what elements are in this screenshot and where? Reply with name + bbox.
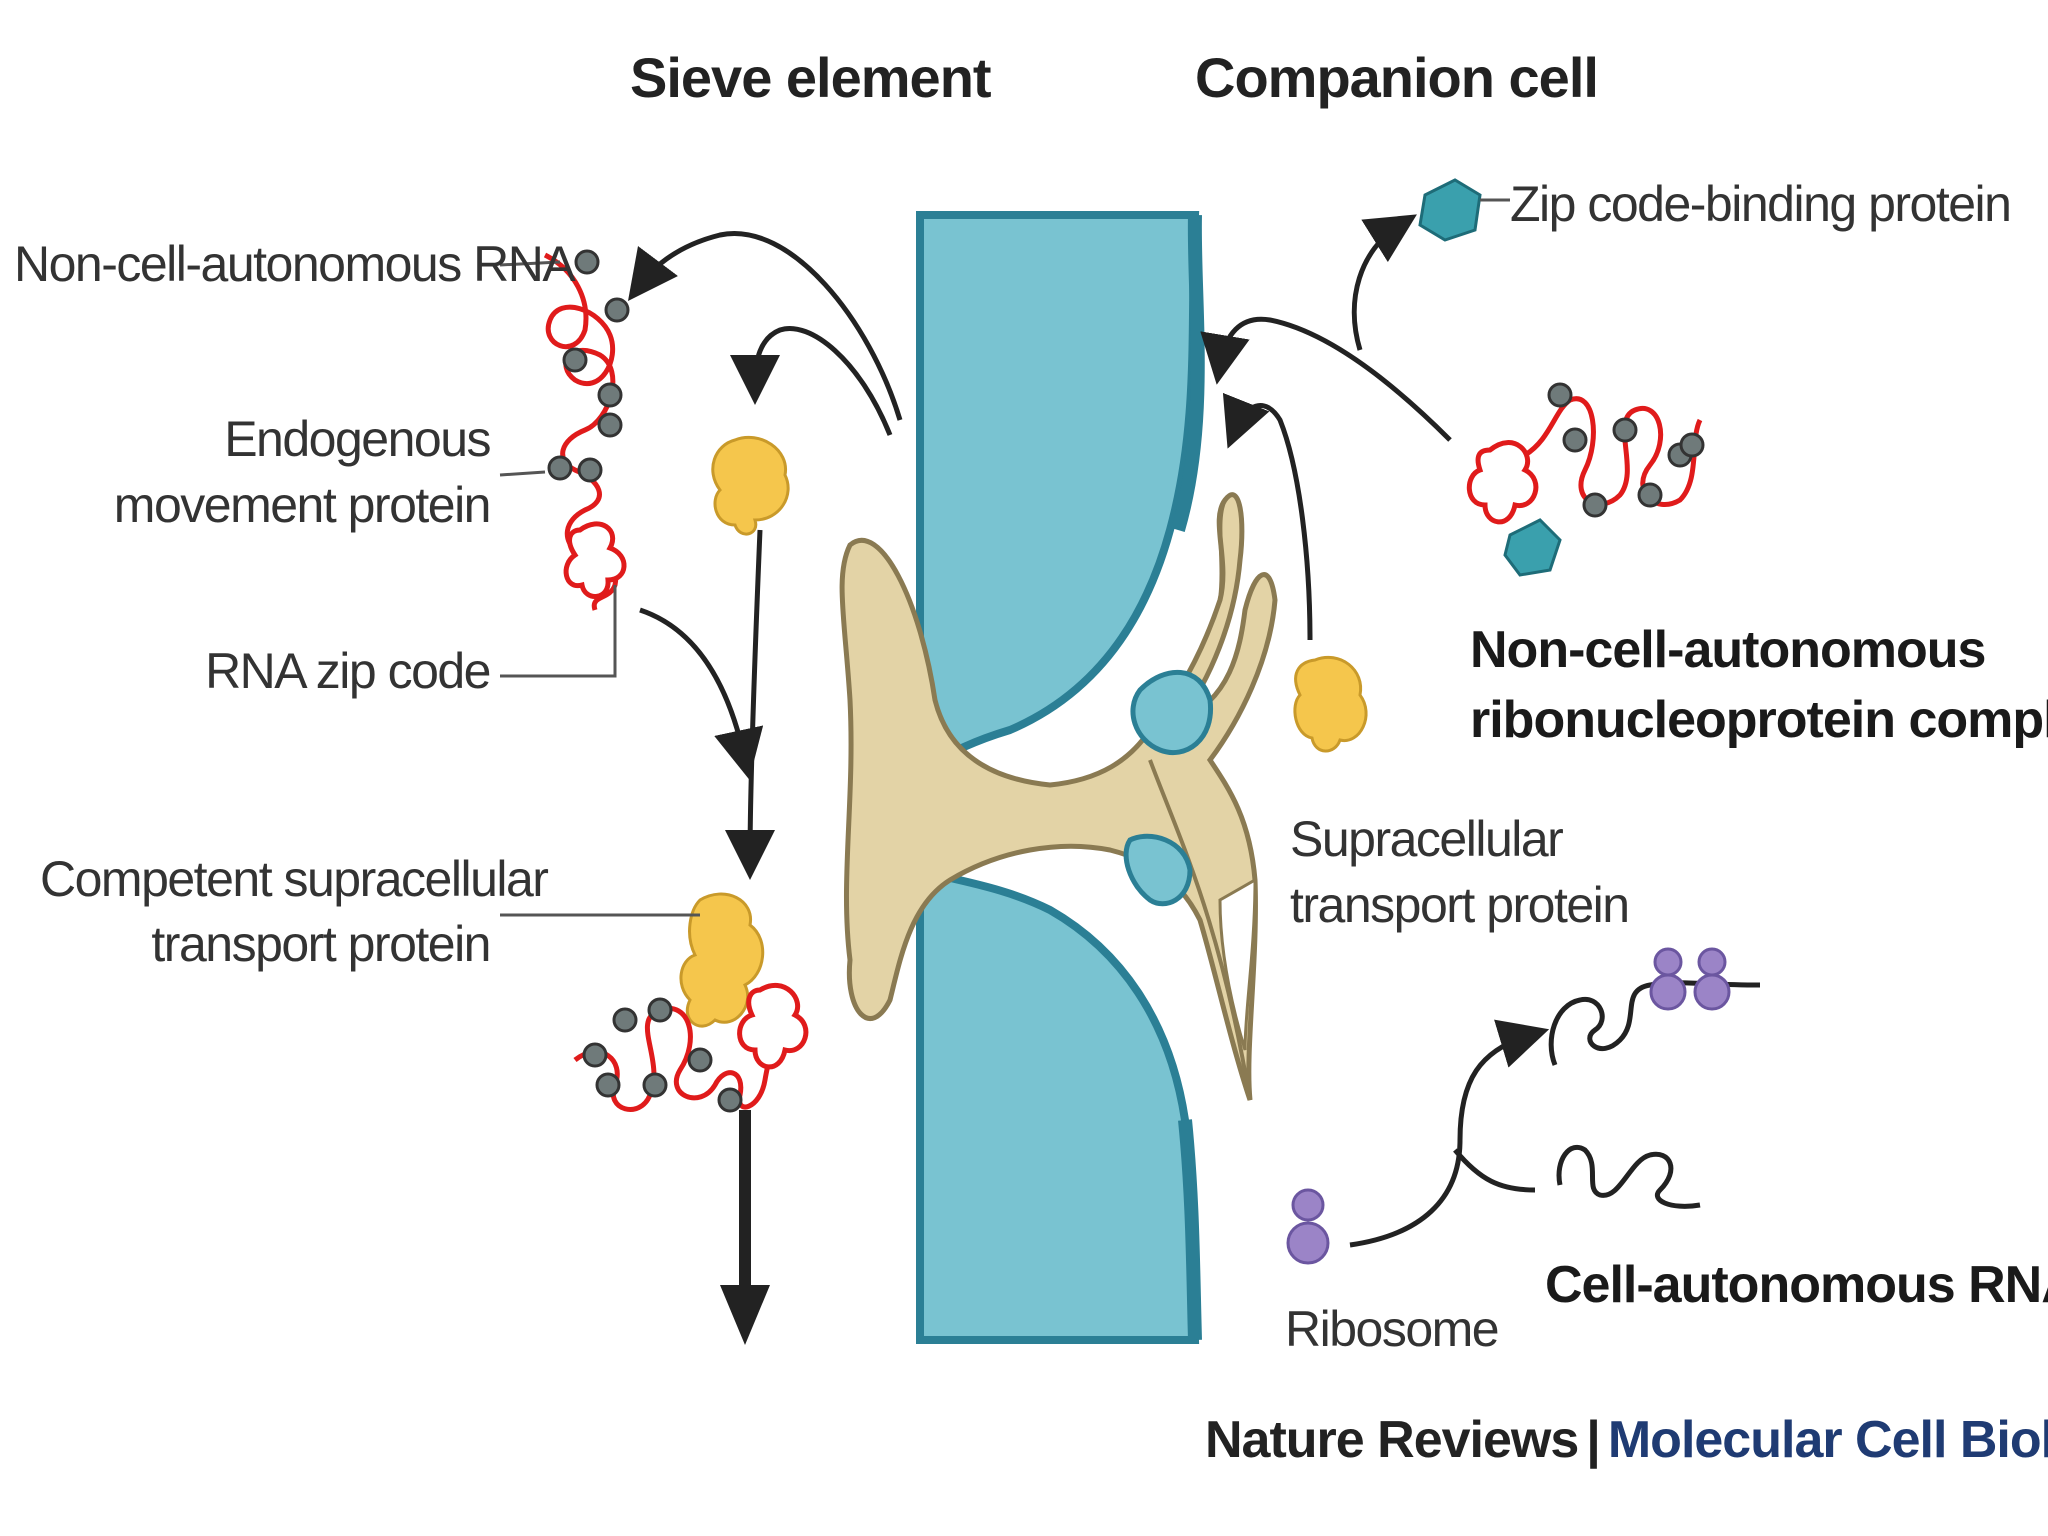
polysome-ribosomes: [1649, 947, 1731, 1011]
label-ribosome: Ribosome: [1285, 1301, 1500, 1357]
label-supracellular-line2: transport protein: [1290, 877, 1630, 933]
left-leader-lines: [499, 260, 700, 917]
companion-arrows: [1200, 214, 1452, 641]
label-rnp-complex-line1: Non-cell-autonomous: [1470, 621, 1986, 679]
label-cell-autonomous-rna: Cell-autonomous RNA: [1545, 1256, 2048, 1314]
label-competent-line2: transport protein: [151, 916, 491, 972]
credit-publisher: Nature Reviews: [1205, 1411, 1579, 1469]
efflux-arrow-head: [720, 1285, 770, 1345]
header-companion-cell: Companion cell: [1195, 46, 1599, 109]
label-rnp-complex-line2: ribonucleoprotein complex: [1470, 691, 2048, 749]
vacuoles: [1123, 669, 1214, 907]
label-zip-code-binding-protein: Zip code-binding protein: [1510, 176, 2012, 232]
cell-wall-channel: [916, 211, 1205, 1344]
label-competent-line1: Competent supracellular: [40, 851, 549, 907]
rnp-complex-right: [1466, 382, 1705, 577]
rna-complex-left-bottom: [573, 892, 809, 1113]
credit-separator: |: [1586, 1411, 1601, 1469]
label-supracellular-line1: Supracellular: [1290, 811, 1564, 867]
label-non-cell-autonomous-rna: Non-cell-autonomous RNA: [14, 236, 576, 292]
sieve-arrows: [627, 231, 903, 880]
companion-transport-protein: [1293, 655, 1368, 753]
label-endogenous-line2: movement protein: [113, 477, 492, 533]
label-endogenous-line1: Endogenous: [224, 411, 491, 467]
label-rna-zip-code: RNA zip code: [205, 643, 491, 699]
rna-complex-left-top: [543, 249, 630, 611]
cell-autonomous-rna-artwork: [1349, 980, 1761, 1248]
zip-binding-protein-top: [1418, 178, 1510, 242]
sieve-transport-protein: [711, 435, 790, 536]
ribosome: [1286, 1188, 1330, 1265]
credit-journal: Molecular Cell Biology: [1607, 1411, 2048, 1469]
figure-credit: Nature Reviews|Molecular Cell Biology: [1205, 1410, 2048, 1470]
header-sieve-element: Sieve element: [630, 46, 992, 109]
